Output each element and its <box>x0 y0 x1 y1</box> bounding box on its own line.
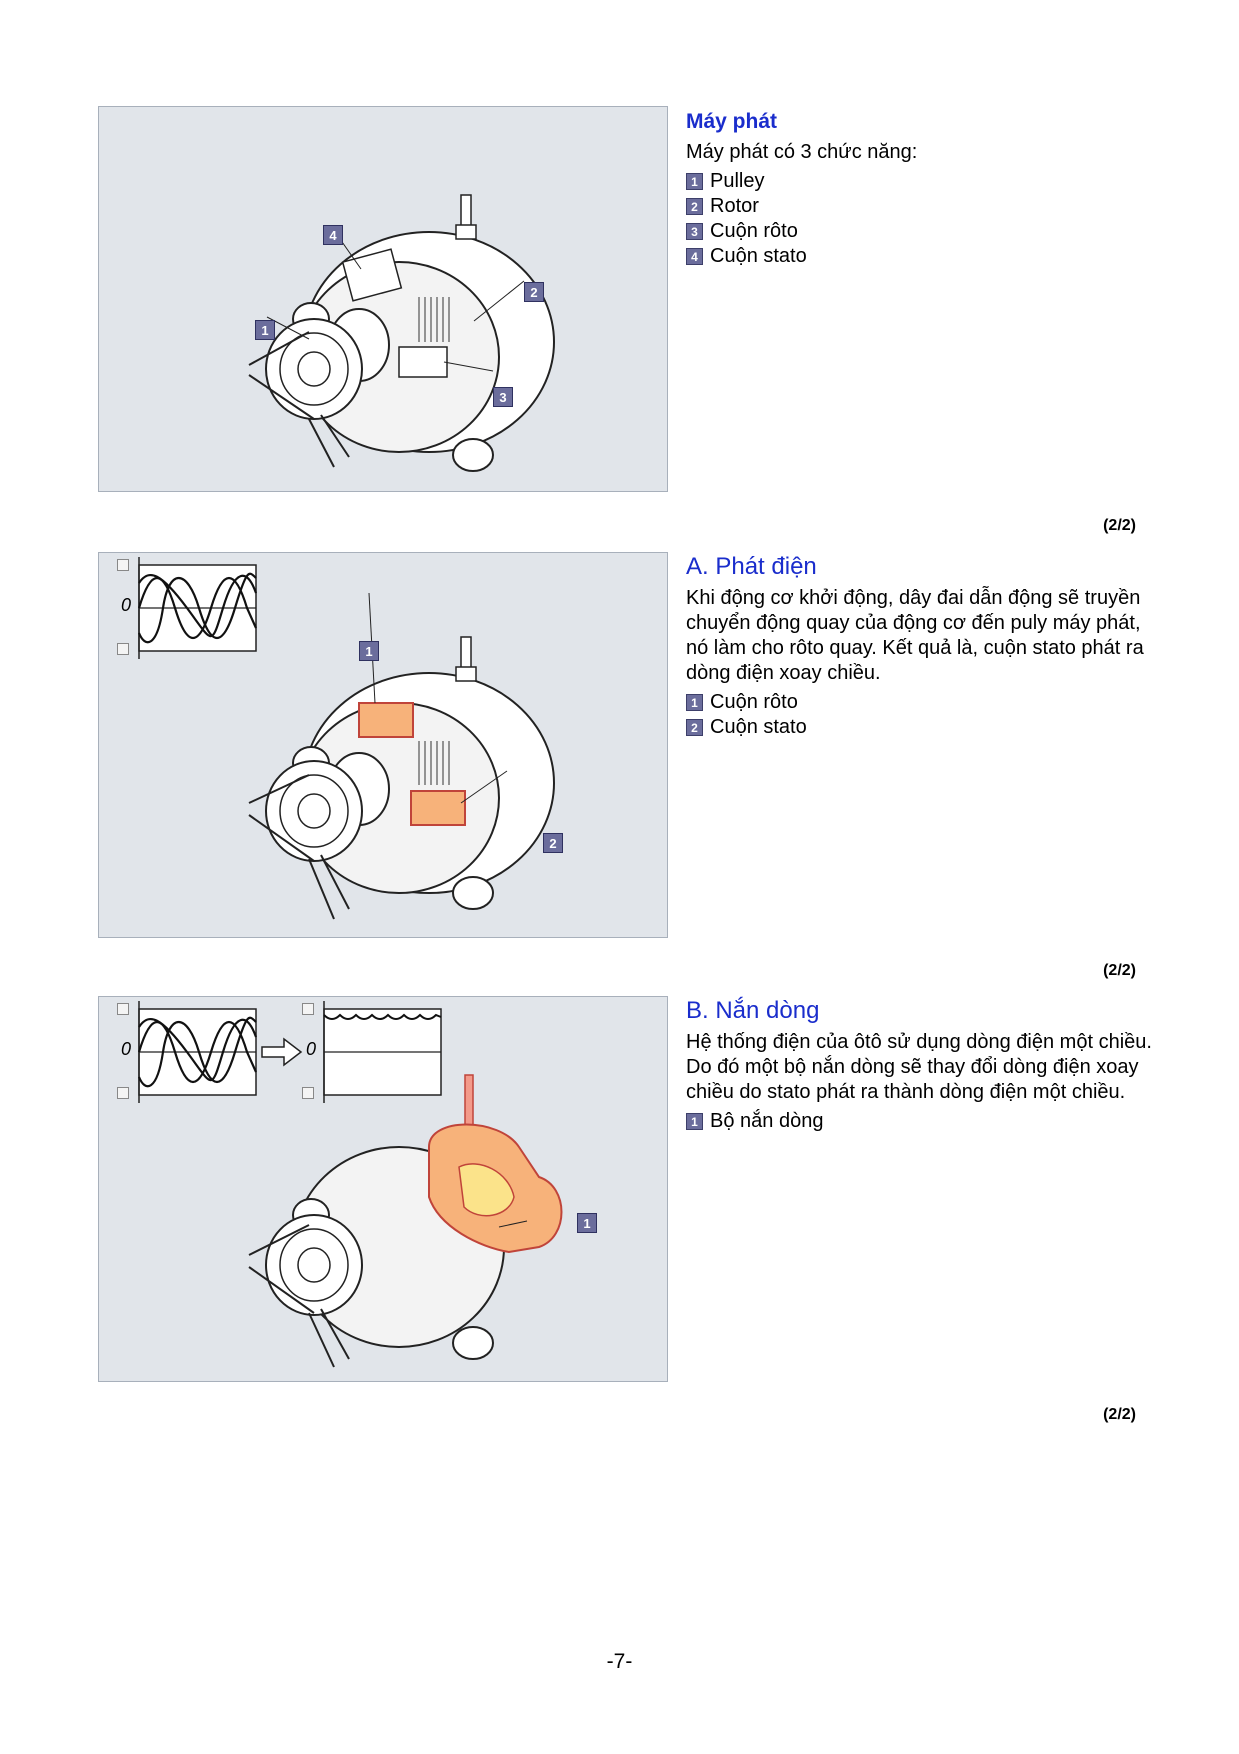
legend-label: Pulley <box>710 170 765 192</box>
legend-list: 1 Pulley 2 Rotor 3 Cuộn rôto 4 Cuộn stato <box>686 169 1156 269</box>
badge-4: 4 <box>686 248 703 265</box>
dc-graph-top-marker <box>302 1003 314 1015</box>
legend-list: 1 Cuộn rôto 2 Cuộn stato <box>686 690 1156 740</box>
section-title: Máy phát <box>686 110 778 133</box>
badge-1: 1 <box>686 1113 703 1130</box>
page-indicator: (2/2) <box>1103 962 1136 979</box>
legend-label: Cuộn stato <box>710 716 807 738</box>
legend-item: 4 Cuộn stato <box>686 244 1156 269</box>
legend-item: 2 Rotor <box>686 194 1156 219</box>
body-text: Hệ thống điện của ôtô sử dụng dòng điện … <box>686 1031 1152 1103</box>
intro-text: Máy phát có 3 chức năng: <box>686 141 918 163</box>
legend-label: Cuộn stato <box>710 245 807 267</box>
dc-graph-bottom-marker <box>302 1087 314 1099</box>
callout-4: 4 <box>323 225 343 245</box>
legend-label: Rotor <box>710 195 759 217</box>
badge-3: 3 <box>686 223 703 240</box>
graph-zero-label: 0 <box>121 595 132 615</box>
ac-graph-zero-label: 0 <box>121 1039 132 1059</box>
callout-1: 1 <box>577 1213 597 1233</box>
callout-1: 1 <box>359 641 379 661</box>
alternator-figure: 4 2 1 3 <box>98 106 668 492</box>
generation-illustration <box>137 557 555 920</box>
legend-label: Cuộn rôto <box>710 691 798 713</box>
ac-graph-bottom-marker <box>117 1087 129 1099</box>
callout-3: 3 <box>493 387 513 407</box>
graph-top-marker <box>117 559 129 571</box>
callout-2: 2 <box>524 282 544 302</box>
callout-2: 2 <box>543 833 563 853</box>
badge-2: 2 <box>686 198 703 215</box>
legend-label: Cuộn rôto <box>710 220 798 242</box>
generation-figure: 0 1 2 <box>98 552 668 938</box>
rectification-text: B. Nắn dòng Hệ thống điện của ôtô sử dụn… <box>686 996 1156 1134</box>
callout-1: 1 <box>255 320 275 340</box>
legend-item: 1 Cuộn rôto <box>686 690 1156 715</box>
legend-item: 2 Cuộn stato <box>686 715 1156 740</box>
badge-1: 1 <box>686 173 703 190</box>
legend-item: 1 Pulley <box>686 169 1156 194</box>
rectification-illustration <box>137 1001 563 1368</box>
body-text: Khi động cơ khởi động, dây đai dẫn động … <box>686 587 1144 684</box>
dc-graph-zero-label: 0 <box>306 1039 317 1059</box>
legend-list: 1 Bộ nắn dòng <box>686 1109 1156 1134</box>
legend-item: 3 Cuộn rôto <box>686 219 1156 244</box>
legend-item: 1 Bộ nắn dòng <box>686 1109 1156 1134</box>
alternator-illustration <box>248 194 555 472</box>
rectification-figure: 0 0 1 <box>98 996 668 1382</box>
badge-2: 2 <box>686 719 703 736</box>
section-title: A. Phát điện <box>686 553 817 580</box>
legend-label: Bộ nắn dòng <box>710 1110 824 1132</box>
section-title: B. Nắn dòng <box>686 997 820 1024</box>
page-indicator: (2/2) <box>1103 1406 1136 1423</box>
page-number: -7- <box>606 1650 633 1673</box>
ac-graph-top-marker <box>117 1003 129 1015</box>
graph-bottom-marker <box>117 643 129 655</box>
generation-text: A. Phát điện Khi động cơ khởi động, dây … <box>686 552 1156 740</box>
alternator-text: Máy phát Máy phát có 3 chức năng: 1 Pulle… <box>686 108 1156 269</box>
badge-1: 1 <box>686 694 703 711</box>
page-indicator: (2/2) <box>1103 517 1136 534</box>
